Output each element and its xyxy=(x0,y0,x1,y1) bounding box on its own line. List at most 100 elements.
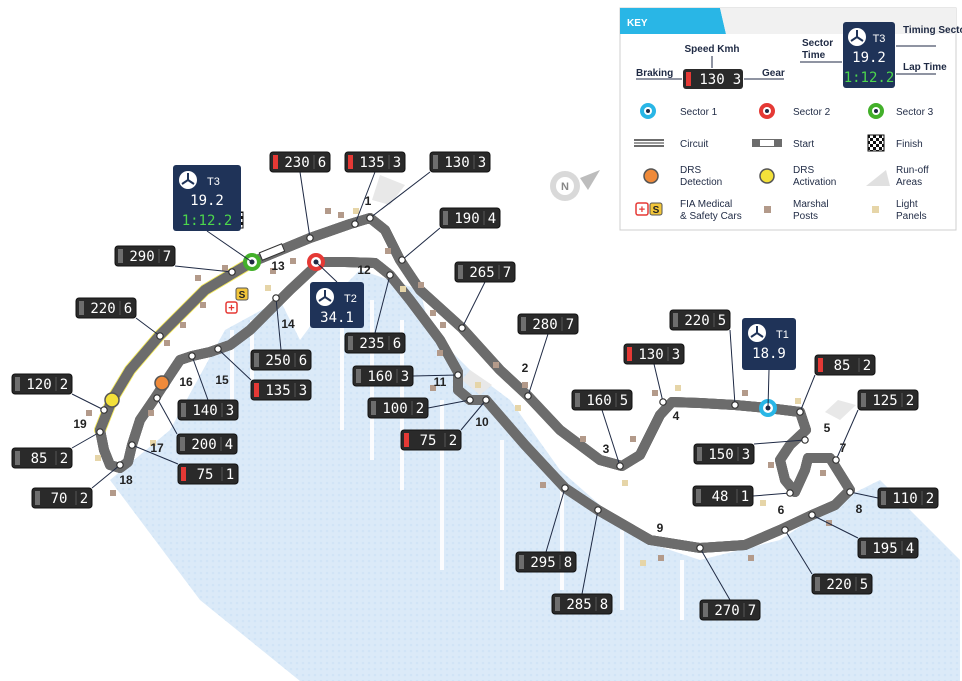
gear-value: 6 xyxy=(124,301,132,317)
speed-leader-14 xyxy=(811,514,859,539)
key-runoff-text: Run-off xyxy=(896,165,929,176)
speed-point-26 xyxy=(153,394,161,402)
speed-value: 250 xyxy=(265,353,290,369)
speed-value: 160 xyxy=(586,393,611,409)
speed-value: 130 xyxy=(444,155,469,171)
key-sample-speed: 130 xyxy=(699,72,724,88)
speed-box-bg xyxy=(344,151,406,173)
speed-value: 200 xyxy=(191,437,216,453)
speed-box-bg xyxy=(11,447,73,469)
svg-text:+: + xyxy=(228,303,234,315)
gear-value: 2 xyxy=(449,433,457,449)
speed-value: 290 xyxy=(129,249,154,265)
start-line-icon xyxy=(258,243,286,261)
speed-box-bg xyxy=(429,151,491,173)
braking-indicator xyxy=(881,491,886,505)
braking-indicator xyxy=(815,577,820,591)
speed-box-bg xyxy=(814,354,876,376)
speed-leader-28 xyxy=(174,265,233,273)
speed-box-bg xyxy=(857,389,919,411)
braking-indicator xyxy=(673,313,678,327)
key-medical-text-line2: & Safety Cars xyxy=(680,211,742,222)
speed-leader-16 xyxy=(699,547,731,601)
key-header xyxy=(620,8,726,34)
speed-leader-23 xyxy=(275,297,282,351)
key-sector-3-label: Sector 3 xyxy=(896,107,934,118)
braking-indicator xyxy=(79,301,84,315)
speed-leader-24 xyxy=(217,348,252,381)
key-light-panel-text-line2: Panels xyxy=(896,211,927,222)
key-drs-activation-label: DRS Activation xyxy=(793,165,836,188)
speed-box-bg xyxy=(31,487,93,509)
speed-leader-5 xyxy=(527,333,549,397)
speed-leader-25 xyxy=(191,355,209,401)
speed-leader-13 xyxy=(849,491,879,499)
speed-point-3 xyxy=(398,256,406,264)
turn-number-18: 18 xyxy=(119,473,133,487)
speed-value: 295 xyxy=(530,555,555,571)
speed-box-bg xyxy=(400,429,462,451)
speed-point-17 xyxy=(594,506,602,514)
speed-leader-11 xyxy=(753,439,806,445)
speed-value: 130 xyxy=(638,347,663,363)
svg-text:N: N xyxy=(561,181,569,193)
key-panel: KEY Speed Kmh 130 3 Braking Gear T3 19.2… xyxy=(619,7,962,231)
speed-box-bg xyxy=(352,365,414,387)
turn-number-16: 16 xyxy=(179,375,193,389)
svg-text:S: S xyxy=(653,205,660,216)
speed-leader-31 xyxy=(71,431,101,449)
key-sector-1-icon xyxy=(640,103,656,119)
gear-value: 4 xyxy=(488,211,496,227)
speed-box-4: 265 7 xyxy=(454,261,516,283)
key-drs-activation-text: DRS xyxy=(793,165,814,176)
gear-value: 3 xyxy=(393,155,401,171)
speed-value: 265 xyxy=(469,265,494,281)
key-start-label: Start xyxy=(793,139,814,150)
key-lap-time-label: Lap Time xyxy=(903,62,947,73)
braking-indicator xyxy=(35,491,40,505)
gear-value: 7 xyxy=(503,265,511,281)
braking-indicator xyxy=(627,347,632,361)
key-marshal-text-line2: Posts xyxy=(793,211,818,222)
speed-value: 85 xyxy=(834,358,851,374)
braking-indicator xyxy=(180,437,185,451)
gear-value: 5 xyxy=(860,577,868,593)
speed-box-bg xyxy=(693,443,755,465)
speed-value: 280 xyxy=(532,317,557,333)
key-sample-lap-time: 1:12.2 xyxy=(844,70,895,86)
key-drs-detection-text-line2: Detection xyxy=(680,177,722,188)
timing-sector-time: 19.2 xyxy=(190,193,224,209)
key-runoff-text-line2: Areas xyxy=(896,177,922,188)
turn-number-3: 3 xyxy=(603,442,610,456)
speed-point-18 xyxy=(561,484,569,492)
speed-leader-26 xyxy=(156,397,178,435)
key-sector-time-text-line2: Time xyxy=(802,50,826,61)
braking-indicator xyxy=(696,489,701,503)
speed-value: 125 xyxy=(872,393,897,409)
speed-point-6 xyxy=(731,401,739,409)
speed-value: 220 xyxy=(90,301,115,317)
speed-value: 75 xyxy=(197,467,214,483)
timing-sector-id: T3 xyxy=(207,176,220,188)
speed-point-32 xyxy=(116,461,124,469)
speed-point-4 xyxy=(458,324,466,332)
turn-number-4: 4 xyxy=(673,409,680,423)
key-marshal-icon xyxy=(764,206,771,213)
speed-value: 75 xyxy=(420,433,437,449)
key-light-panel-label: Light Panels xyxy=(896,199,927,222)
turn-number-5: 5 xyxy=(824,421,831,435)
speed-leader-6 xyxy=(729,329,736,406)
